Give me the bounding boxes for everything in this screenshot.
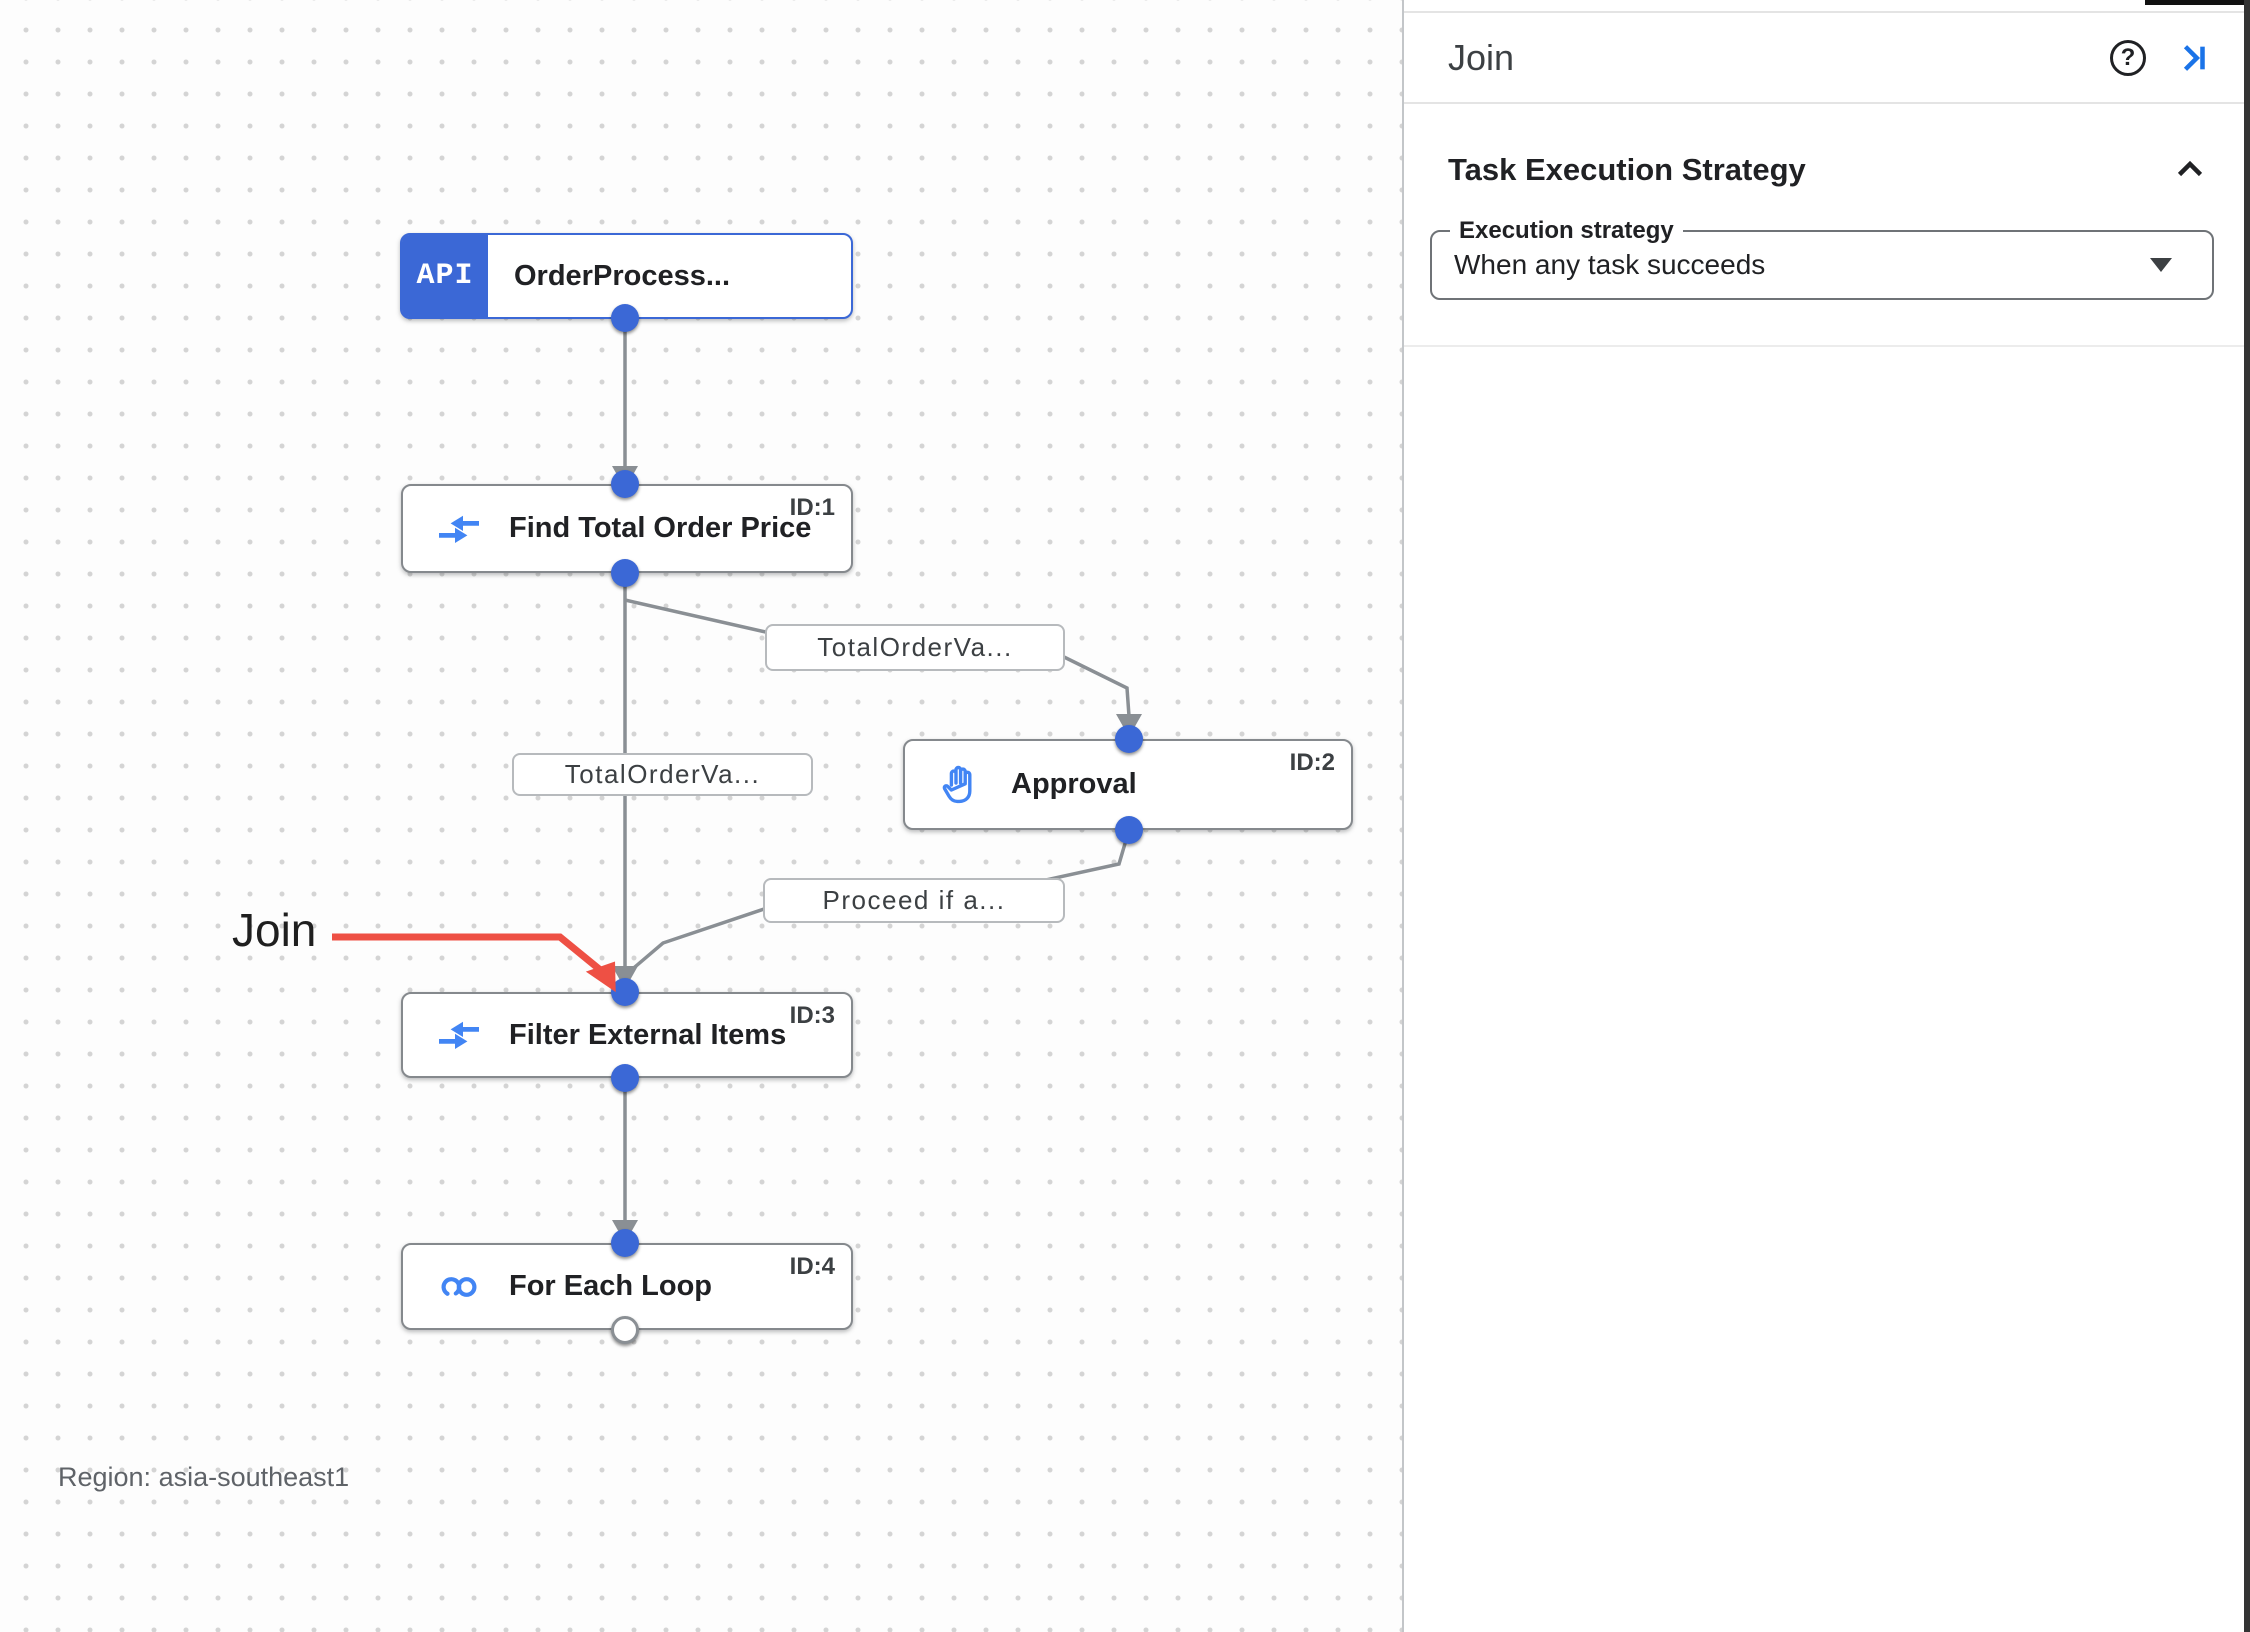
section-divider — [1404, 345, 2250, 347]
node-title: Find Total Order Price — [509, 512, 812, 544]
edge-label-totalorderva-right[interactable]: TotalOrderVa... — [765, 624, 1065, 671]
data-mapping-icon — [435, 1011, 483, 1059]
node-id-badge: ID:1 — [789, 494, 835, 521]
node-for-each-loop[interactable]: For Each Loop ID:4 — [401, 1243, 853, 1330]
port-trigger-out[interactable] — [611, 304, 639, 332]
scrollbar[interactable] — [2244, 0, 2250, 1632]
node-title: OrderProcess... — [514, 259, 730, 292]
panel-title: Join — [1448, 36, 1515, 78]
dropdown-caret-icon — [2150, 258, 2172, 272]
help-icon: ? — [2110, 39, 2146, 76]
annotation-join-label: Join — [232, 904, 317, 956]
port-node3-out[interactable] — [611, 1064, 639, 1092]
port-node1-in[interactable] — [611, 470, 639, 498]
collapse-right-icon — [2183, 44, 2205, 71]
node-title: Filter External Items — [509, 1018, 787, 1051]
loop-icon — [435, 1263, 483, 1311]
approval-hand-icon — [937, 761, 985, 809]
data-mapping-icon — [435, 505, 483, 553]
header-divider — [1404, 102, 2250, 104]
node-id-badge: ID:3 — [789, 1002, 835, 1029]
execution-strategy-label: Execution strategy — [1450, 217, 1683, 245]
port-node1-out[interactable] — [611, 559, 639, 587]
port-join-in[interactable] — [611, 978, 639, 1006]
port-approval-out[interactable] — [1115, 816, 1143, 844]
chevron-up-icon — [2177, 160, 2203, 177]
node-title: Approval — [1011, 768, 1137, 800]
edge-label-totalorderva-left[interactable]: TotalOrderVa... — [512, 753, 813, 796]
execution-strategy-select[interactable]: Execution strategy When any task succeed… — [1430, 217, 2214, 300]
panel-top-divider — [1404, 11, 2250, 13]
window-edge-bar — [2145, 0, 2250, 5]
panel-header: Join ? — [1404, 13, 2250, 102]
node-id-badge: ID:4 — [789, 1253, 835, 1280]
collapse-panel-button[interactable] — [2168, 32, 2220, 84]
region-label: Region: asia-southeast1 — [58, 1462, 350, 1492]
section-heading: Task Execution Strategy — [1448, 152, 1806, 187]
port-node4-out-open[interactable] — [611, 1316, 639, 1344]
workflow-canvas[interactable]: TotalOrderVa... TotalOrderVa... Proceed … — [0, 0, 1402, 1632]
port-node4-in[interactable] — [611, 1229, 639, 1257]
execution-strategy-value: When any task succeeds — [1454, 249, 1766, 280]
node-title: For Each Loop — [509, 1270, 712, 1302]
node-id-badge: ID:2 — [1289, 749, 1335, 776]
edge-label-proceed-if[interactable]: Proceed if a... — [763, 878, 1065, 923]
help-button[interactable]: ? — [2102, 32, 2154, 84]
port-approval-in[interactable] — [1115, 725, 1143, 753]
section-task-execution-strategy[interactable]: Task Execution Strategy — [1448, 140, 2208, 200]
api-trigger-icon: API — [402, 235, 488, 317]
